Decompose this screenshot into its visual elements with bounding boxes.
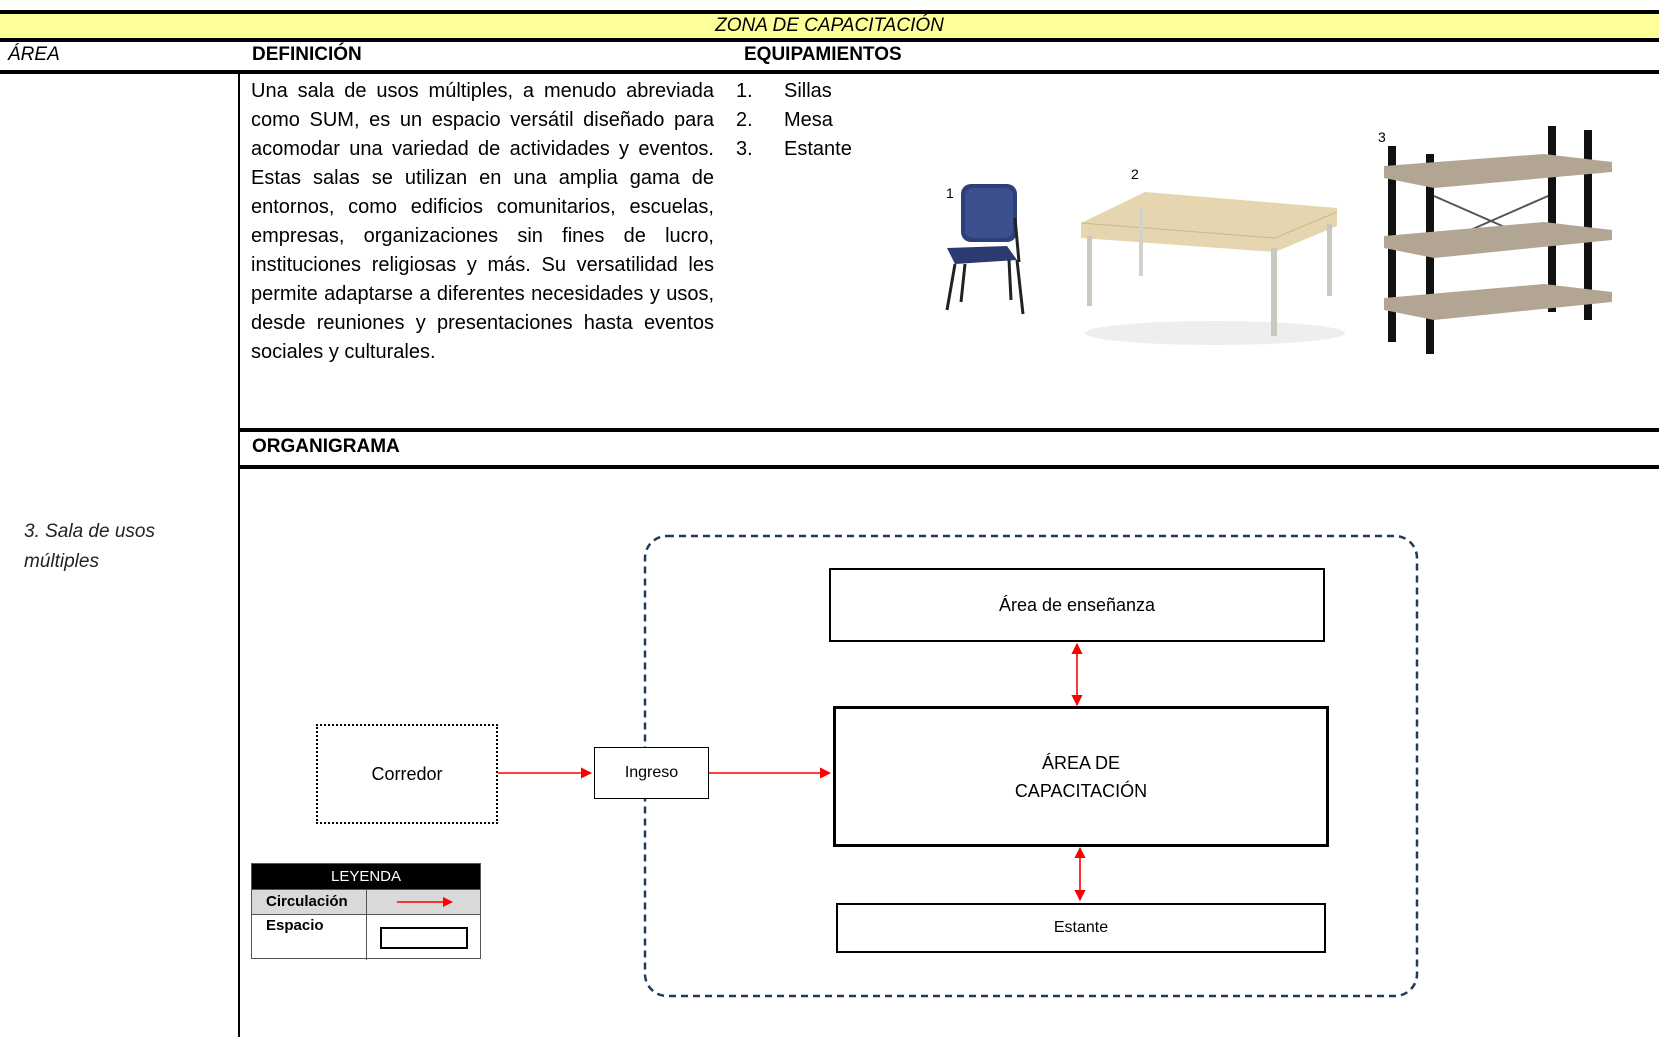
- zone-boundary: [643, 534, 1419, 998]
- legend: LEYENDA Circulación Espacio: [251, 863, 481, 960]
- shelf-image: [1384, 126, 1612, 354]
- legend-space-icon: [367, 915, 480, 960]
- table-image: [1080, 192, 1345, 345]
- legend-row-circulacion: Circulación: [252, 889, 480, 914]
- equipment-list: 1. Sillas 2. Mesa 3. Estante: [736, 77, 852, 164]
- equipment-number: 3.: [736, 138, 753, 160]
- definition-text: Una sala de usos múltiples, a menudo abr…: [251, 80, 714, 363]
- column-divider: [238, 74, 240, 1037]
- chair-image: [945, 184, 1025, 315]
- equipment-item: 3. Estante: [736, 135, 852, 164]
- capacitacion-label-line2: CAPACITACIÓN: [1014, 780, 1148, 801]
- area-name: 3. Sala de usos múltiples: [24, 521, 155, 572]
- legend-arrow-icon: [397, 897, 453, 907]
- corredor-box: Corredor: [316, 724, 498, 824]
- header-divider: [0, 70, 1659, 74]
- shelf-image-label: 3: [1378, 129, 1386, 145]
- chair-image-label: 1: [946, 185, 954, 201]
- equipment-item: 2. Mesa: [736, 106, 852, 135]
- header-definicion: DEFINICIÓN: [252, 44, 362, 65]
- equipment-name: Mesa: [784, 109, 833, 131]
- legend-espacio-label: Espacio: [252, 915, 367, 960]
- legend-circulacion-label: Circulación: [252, 890, 367, 914]
- legend-row-espacio: Espacio: [252, 914, 480, 960]
- legend-title: LEYENDA: [252, 864, 480, 889]
- header-area: ÁREA: [8, 44, 60, 65]
- organigrama-top-divider: [240, 428, 1659, 432]
- zone-title: ZONA DE CAPACITACIÓN: [0, 10, 1659, 42]
- ensenanza-box: Área de enseñanza: [829, 568, 1325, 642]
- equipment-number: 1.: [736, 80, 753, 102]
- ingreso-box: Ingreso: [594, 747, 709, 799]
- equipment-item: 1. Sillas: [736, 77, 852, 106]
- header-organigrama: ORGANIGRAMA: [252, 436, 400, 457]
- equipment-name: Estante: [784, 138, 852, 160]
- estante-box: Estante: [836, 903, 1326, 953]
- capacitacion-box: ÁREA DE CAPACITACIÓN: [833, 706, 1329, 847]
- equipment-number: 2.: [736, 109, 753, 131]
- equipment-name: Sillas: [784, 80, 832, 102]
- table-image-label: 2: [1131, 166, 1139, 182]
- organigrama-bottom-divider: [240, 465, 1659, 469]
- header-equipamientos: EQUIPAMIENTOS: [744, 44, 902, 65]
- capacitacion-label-line1: ÁREA DE: [1041, 752, 1121, 773]
